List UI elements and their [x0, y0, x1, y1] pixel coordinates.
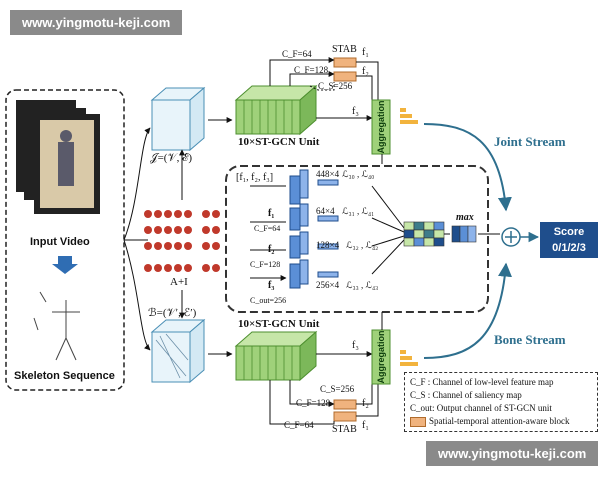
legend-stab-row: Spatial-temporal attention-aware block	[410, 415, 592, 428]
joint-unit-label: 10×ST-GCN Unit	[238, 136, 320, 148]
row3-size: 128×4	[316, 240, 340, 250]
joint-stab-2	[333, 71, 357, 82]
bone-stgcn-block	[234, 330, 318, 382]
joint-cf64-label: C_F=64	[282, 49, 312, 59]
stab-swatch-icon	[410, 416, 426, 427]
bone-graph-cube	[150, 318, 206, 384]
joint-stgcn-block	[234, 84, 318, 136]
bone-stream-label: Bone Stream	[494, 332, 566, 347]
bone-stream-arrow	[423, 262, 512, 359]
row1-loss: ℒ₃₀ , ℒ₄₀	[342, 169, 375, 179]
bone-f3-label: f₃	[352, 340, 359, 351]
row2-size: 64×4	[316, 206, 335, 216]
joint-stream-label: Joint Stream	[494, 134, 566, 149]
legend-cout: C_out: Output channel of ST-GCN unit	[410, 403, 552, 413]
joint-aggregation	[371, 99, 391, 155]
row4-f3: f₃	[268, 280, 275, 291]
max-label: max	[456, 212, 474, 223]
row3-loss: ℒ₃₂ , ℒ₄₂	[346, 240, 379, 250]
joint-f1-label: f₁	[362, 47, 369, 58]
joint-graph-cube	[150, 86, 206, 152]
legend: C_F : Channel of low-level feature map C…	[404, 372, 598, 432]
watermark-top: www.yingmotu-keji.com	[10, 10, 183, 35]
input-panel	[5, 89, 125, 391]
row2-f1: f₁	[268, 208, 275, 219]
bone-aggregation-label: Aggregation	[376, 330, 386, 384]
joint-graph-label: 𝒥=(𝒱, ℰ)	[150, 152, 193, 164]
input-video-label: Input Video	[30, 236, 90, 248]
adjacency-label: A+I	[170, 276, 188, 288]
row3-cf128: C_F=128	[250, 260, 281, 269]
bone-f1-label: f₁	[362, 420, 369, 431]
score-title: Score	[553, 226, 585, 238]
skeleton-sequence-label: Skeleton Sequence	[14, 370, 115, 382]
bone-cs256-label: C_S=256	[320, 384, 355, 394]
row4-size: 256×4	[316, 280, 340, 290]
joint-stab-1	[333, 57, 357, 68]
adjacency-matrix	[144, 210, 220, 272]
legend-stab: Spatial-temporal attention-aware block	[429, 416, 570, 426]
concat-label: [f₁, f₂, f₃]	[236, 172, 274, 183]
row4-loss: ℒ₃₃ , ℒ₄₃	[346, 280, 379, 290]
bone-f2-label: f₂	[362, 398, 369, 409]
skeleton-icon	[33, 291, 80, 361]
bone-aggregation	[371, 329, 391, 385]
bone-cf64-label: C_F=64	[284, 420, 314, 430]
video-frames-icon	[16, 100, 100, 214]
watermark-bottom: www.yingmotu-keji.com	[426, 441, 599, 466]
joint-f2-label: f₂	[362, 66, 369, 77]
row1-size: 448×4	[316, 169, 340, 179]
row3-f2: f₂	[268, 244, 275, 255]
score-box: Score 0/1/2/3	[540, 222, 598, 258]
attention-fusion-panel	[225, 165, 489, 313]
joint-stab-label: STAB	[332, 44, 357, 55]
legend-cs: C_S : Channel of saliency map	[410, 390, 522, 400]
score-values: 0/1/2/3	[552, 242, 586, 254]
row2-cf64: C_F=64	[254, 224, 281, 233]
joint-cs256-label: C_S=256	[318, 81, 353, 91]
bone-stab-2	[333, 411, 357, 422]
row2-loss: ℒ₃₁ , ℒ₄₁	[342, 206, 375, 216]
legend-cf: C_F : Channel of low-level feature map	[410, 377, 554, 387]
bone-graph-label: ℬ=(𝒱′, ℰ′)	[148, 307, 197, 319]
feature-prisms	[289, 169, 309, 289]
joint-cf128-label: C_F=128	[294, 65, 329, 75]
down-arrow-icon	[52, 256, 78, 274]
bone-unit-label: 10×ST-GCN Unit	[238, 318, 320, 330]
joint-aggregation-label: Aggregation	[376, 100, 386, 154]
joint-stream-arrow	[423, 123, 512, 212]
score-matrix	[403, 221, 477, 247]
row4-cout: C_out=256	[250, 296, 287, 305]
bone-stab-1	[333, 399, 357, 410]
bone-cf128-label: C_F=128	[296, 398, 331, 408]
bone-stab-label: STAB	[332, 424, 357, 435]
joint-f3-label: f₃	[352, 106, 359, 117]
